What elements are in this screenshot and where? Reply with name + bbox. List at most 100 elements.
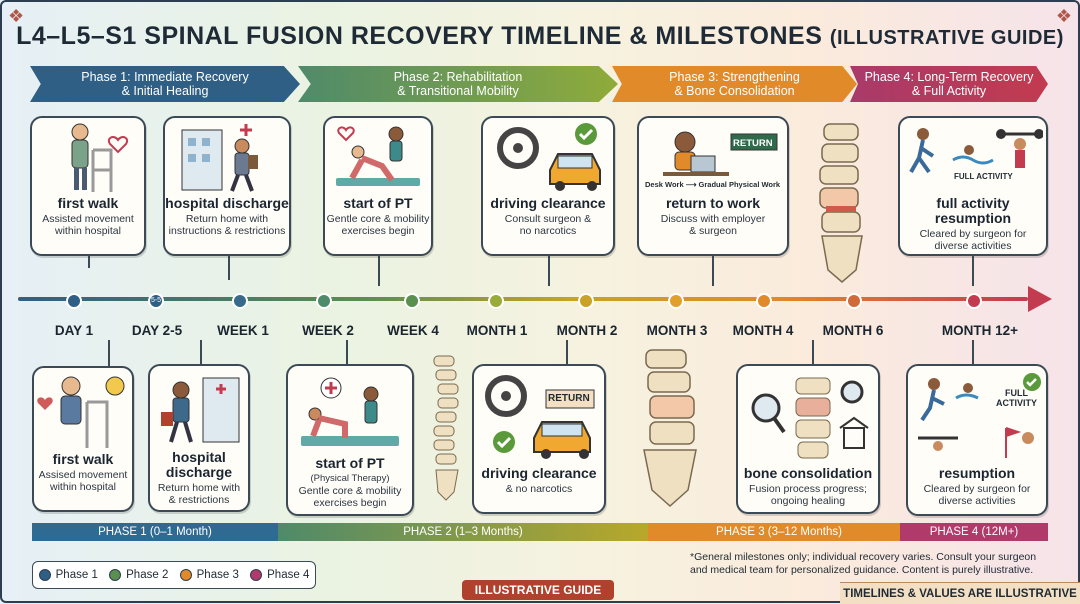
person-leaving-hospital-icon [150,366,248,450]
milestone-card-start-of-pt: start of PT Gentle core & mobility exerc… [323,116,433,256]
milestone-card-first-walk: first walk Assisted movement within hosp… [30,116,146,256]
sports-activities-icon: FULL ACTIVITY [908,366,1046,466]
card-subtitle: (Physical Therapy) [310,473,390,484]
title-main: L4–L5–S1 SPINAL FUSION RECOVERY TIMELINE… [16,22,823,50]
timeline-node-week4 [404,293,420,309]
phase-banner-label: Phase 1: Immediate Recovery & Initial He… [81,70,249,98]
timeline-node-day2-5: 5-5 [148,293,164,309]
phase-banner-label: Phase 3: Strengthening & Bone Consolidat… [669,70,800,98]
tick-label-day1: DAY 1 [54,323,94,338]
connector-line [200,340,202,368]
milestone-card-driving-clearance-bottom: RETURN driving clearance & no narcotics [472,364,606,514]
connector-line [712,256,714,286]
tick-label-month12: MONTH 12+ [941,323,1019,338]
milestone-card-full-activity: FULL ACTIVITY full activity resumption C… [898,116,1048,256]
connector-line [108,340,110,368]
timeline-node-month6 [846,293,862,309]
card-description: Discuss with employer & surgeon [660,213,766,237]
corner-ornament-icon: ❖ [8,6,25,26]
legend-item-phase-2: Phase 2 [109,569,168,581]
return-sign-label: RETURN [548,393,590,404]
car-steering-icon [483,118,613,196]
spine-magnifier-icon [738,366,878,466]
legend-dot [250,569,263,581]
phase-bar-1: PHASE 1 (0–1 Month) [32,523,278,541]
timeline-arrowhead-icon [1028,286,1052,312]
timeline-node-month2 [578,293,594,309]
card-description: Cleared by surgeon for diverse activitie… [919,228,1027,252]
card-description: Return home with & restrictions [157,482,241,506]
card-description: Consult surgeon & no narcotics [504,213,592,237]
legend-item-phase-3: Phase 3 [179,569,239,581]
milestone-card-driving-clearance: driving clearance Consult surgeon & no n… [481,116,615,256]
corner-ornament-icon: ❖ [1055,6,1072,26]
node-label: 5-5 [150,297,162,304]
card-description: Cleared by surgeon for diverse activitie… [923,483,1031,507]
card-description: Assised movement within hospital [38,469,128,493]
milestone-card-first-walk-bottom: first walk Assised movement within hospi… [32,366,134,512]
phase-banner-1: Phase 1: Immediate Recovery & Initial He… [30,66,300,102]
phase-banner-label: Phase 2: Rehabilitation & Transitional M… [393,70,523,98]
tick-label-month3: MONTH 3 [646,323,708,338]
connector-line [88,256,90,268]
card-title: hospital discharge [165,195,289,211]
card-title: first walk [57,195,119,211]
connector-line [378,256,380,286]
card-title: return to work [665,195,761,211]
timeline-line [18,297,1028,301]
connector-line [346,340,348,368]
card-title: first walk [52,451,114,467]
legend-item-phase-4: Phase 4 [250,569,309,581]
phase-banner-label: Phase 4: Long-Term Recovery & Full Activ… [864,70,1034,98]
spine-illustration-icon [802,120,878,291]
phase-banner-2: Phase 2: Rehabilitation & Transitional M… [298,66,618,102]
card-title: hospital discharge [165,449,233,480]
walker-person-icon [32,118,144,196]
physical-therapy-icon [325,118,431,196]
connector-line [228,256,230,280]
phase-banner-4: Phase 4: Long-Term Recovery & Full Activ… [850,66,1048,102]
card-title: driving clearance [481,465,597,481]
legend-dot [109,569,122,581]
card-description: Fusion process progress; ongoing healing [749,483,867,507]
timeline-node-month3 [668,293,684,309]
disclaimer-footnote: *General milestones only; individual rec… [690,551,1037,576]
connector-line [566,340,568,366]
milestone-card-bone-consolidation: bone consolidation Fusion process progre… [736,364,880,514]
illustrative-guide-badge: ILLUSTRATIVE GUIDE [462,580,614,600]
milestone-card-resumption: FULL ACTIVITY resumption Cleared by surg… [906,364,1048,516]
card-description: Gentle core & mobility exercises begin [298,485,402,509]
timeline-node-month12 [966,293,982,309]
walker-elder-icon [34,368,132,452]
tick-label-week1: WEEK 1 [217,323,269,338]
legend-dot [38,569,51,581]
card-title: start of PT [343,195,413,211]
card-title: full activity resumption [934,195,1012,226]
tick-label-month2: MONTH 2 [556,323,618,338]
desk-work-icon: RETURN Desk Work ⟶ Gradual Physical Work [639,118,787,196]
timeline-node-week2 [316,293,332,309]
phase-bar-4: PHASE 4 (12M+) [900,523,1048,541]
card-description: Return home with instructions & restrict… [168,213,286,237]
milestone-card-start-of-pt-bottom: start of PT (Physical Therapy) Gentle co… [286,364,414,516]
legend-item-phase-1: Phase 1 [38,569,98,581]
card-title: bone consolidation [743,465,873,481]
connector-line [812,340,814,366]
phase-bar-3: PHASE 3 (3–12 Months) [648,523,910,541]
physical-therapy-icon [288,366,412,456]
title-sub: (ILLUSTRATIVE GUIDE) [829,27,1064,49]
legend-label: Phase 4 [267,569,310,581]
sports-activities-icon: FULL ACTIVITY [900,118,1046,196]
page-title: L4–L5–S1 SPINAL FUSION RECOVERY TIMELINE… [0,22,1080,51]
phase-bar-2: PHASE 2 (1–3 Months) [278,523,648,541]
tick-label-week4: WEEK 4 [387,323,439,338]
person-leaving-hospital-icon [165,118,289,196]
work-caption: Desk Work ⟶ Gradual Physical Work [645,180,781,189]
card-title: start of PT [315,455,385,471]
legend-label: Phase 1 [55,569,98,581]
card-title: driving clearance [490,195,606,211]
illustrative-values-badge: TIMELINES & VALUES ARE ILLUSTRATIVE [840,582,1080,604]
card-title: resumption [938,465,1016,481]
card-description: Assisted movement within hospital [42,213,134,237]
